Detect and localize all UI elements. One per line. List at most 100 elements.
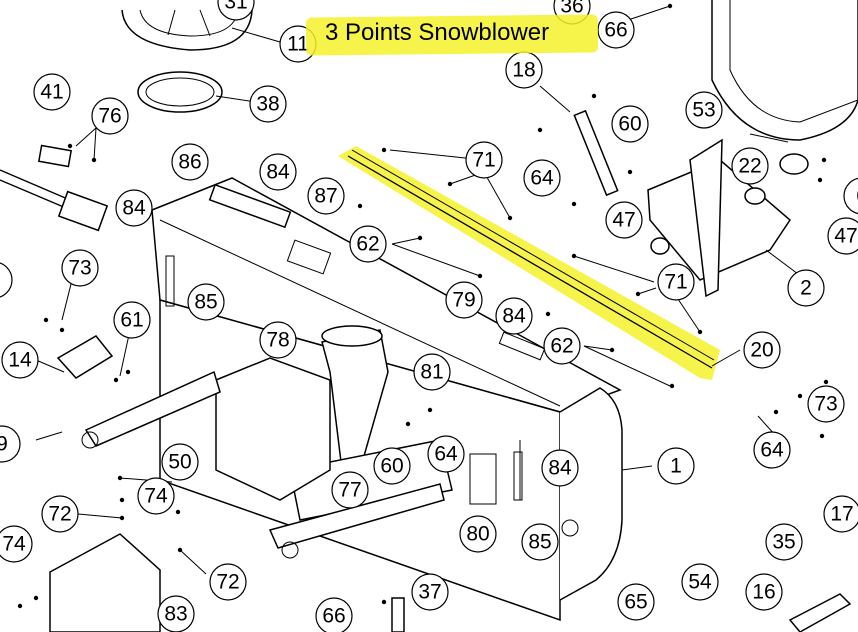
svg-text:84: 84 [122, 197, 146, 220]
svg-text:62: 62 [356, 233, 379, 256]
svg-text:9: 9 [0, 433, 8, 456]
svg-text:84: 84 [266, 161, 290, 184]
bushing-22 [779, 153, 809, 175]
callout-84: 84 [495, 297, 533, 335]
callout-22: 22 [731, 147, 769, 185]
svg-text:17: 17 [830, 503, 853, 526]
svg-text:1: 1 [670, 455, 682, 478]
callout-84: 84 [115, 189, 153, 227]
callout-74: 74 [0, 525, 33, 563]
plate-83 [49, 533, 161, 632]
callout-84: 84 [259, 153, 297, 191]
bar-18 [573, 109, 619, 197]
callout-73: 73 [807, 385, 845, 423]
callout-60: 60 [373, 447, 411, 485]
callout-50: 50 [161, 443, 199, 481]
callout-9: 9 [0, 425, 21, 463]
frame-part [647, 138, 791, 298]
svg-text:53: 53 [692, 99, 715, 122]
svg-text:86: 86 [178, 151, 201, 174]
callout-53: 53 [685, 91, 723, 129]
hitch-arm [81, 370, 445, 559]
svg-text:60: 60 [380, 455, 403, 478]
svg-text:85: 85 [528, 531, 551, 554]
svg-text:71: 71 [664, 271, 687, 294]
collar-part [121, 9, 253, 51]
svg-text:72: 72 [48, 503, 71, 526]
callout-64: 64 [753, 431, 791, 469]
gearbox-part [215, 357, 331, 501]
fasteners [17, 3, 829, 609]
callout-81: 81 [413, 353, 451, 391]
svg-text:62: 62 [550, 335, 573, 358]
svg-text:47: 47 [834, 225, 857, 248]
svg-text:87: 87 [314, 185, 337, 208]
callout-73: 73 [61, 249, 99, 287]
callout-85: 85 [521, 523, 559, 561]
callout-83: 83 [157, 595, 195, 632]
svg-text:84: 84 [502, 305, 526, 328]
callout-84: 84 [541, 449, 579, 487]
svg-text:36: 36 [560, 0, 583, 18]
callout-20: 20 [743, 331, 781, 369]
svg-text:76: 76 [98, 105, 121, 128]
svg-text:64: 64 [530, 167, 554, 190]
svg-text:74: 74 [2, 533, 26, 556]
svg-text:65: 65 [624, 591, 647, 614]
callout-47: 47 [827, 217, 858, 255]
callout-72: 72 [41, 495, 79, 533]
bracket-41 [37, 144, 73, 168]
callout-65: 65 [617, 583, 655, 621]
callout-61: 61 [113, 301, 151, 339]
svg-text:2: 2 [800, 277, 812, 300]
callout-6: 6 [843, 177, 858, 215]
svg-text:14: 14 [8, 349, 32, 372]
svg-text:81: 81 [420, 361, 443, 384]
callout-64: 64 [427, 435, 465, 473]
wheel-part [711, 0, 858, 141]
chute-part [289, 325, 453, 521]
title-banner: 3 Points Snowblower [305, 12, 599, 58]
callout-17: 17 [823, 495, 858, 533]
svg-text:83: 83 [164, 603, 187, 626]
callout-2: 2 [787, 269, 825, 307]
svg-text:60: 60 [618, 113, 641, 136]
callout-64: 64 [523, 159, 561, 197]
svg-text:11: 11 [287, 33, 309, 56]
callout-1: 1 [657, 447, 695, 485]
svg-text:64: 64 [434, 443, 458, 466]
svg-text:64: 64 [760, 439, 784, 462]
bracket-14 [56, 335, 114, 379]
svg-text:20: 20 [750, 339, 773, 362]
callout-80: 80 [459, 515, 497, 553]
diagram-title: 3 Points Snowblower [325, 19, 550, 46]
callout-74: 74 [137, 477, 175, 515]
svg-text:71: 71 [472, 149, 495, 172]
svg-text:80: 80 [466, 523, 489, 546]
callout-66: 66 [315, 597, 353, 632]
svg-text:50: 50 [168, 451, 191, 474]
svg-text:41: 41 [40, 81, 63, 104]
highlight-part-20 [338, 146, 720, 380]
svg-text:31: 31 [224, 0, 247, 14]
callout-5: 5 [0, 262, 13, 298]
callout-78: 78 [259, 321, 297, 359]
svg-text:66: 66 [322, 605, 345, 628]
callout-71: 71 [465, 141, 503, 179]
svg-text:18: 18 [512, 59, 535, 82]
svg-text:79: 79 [452, 289, 475, 312]
svg-text:6: 6 [856, 185, 858, 208]
callout-76: 76 [91, 97, 129, 135]
callout-37: 37 [411, 573, 449, 611]
svg-text:16: 16 [752, 581, 775, 604]
svg-text:77: 77 [338, 479, 361, 502]
callout-77: 77 [331, 471, 369, 509]
callout-85: 85 [187, 283, 225, 321]
ring-part [137, 71, 223, 113]
svg-text:22: 22 [738, 155, 761, 178]
callout-54: 54 [681, 563, 719, 601]
callout-62: 62 [349, 225, 387, 263]
callout-38: 38 [249, 85, 287, 123]
plate-16 [788, 593, 852, 632]
